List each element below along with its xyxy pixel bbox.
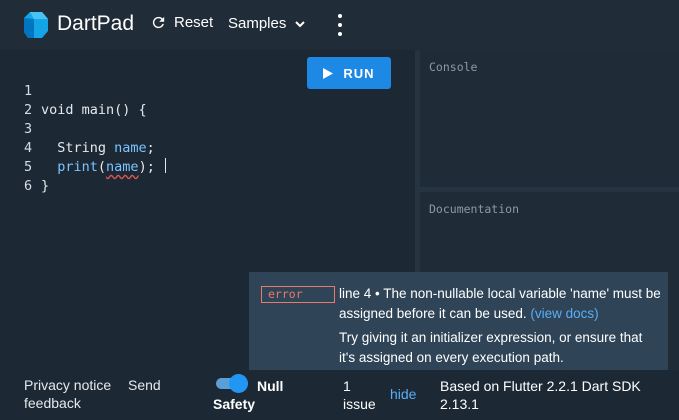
version-info: Based on Flutter 2.2.1 Dart SDK [440, 378, 641, 394]
null-safety-toggle[interactable] [213, 374, 249, 393]
panel-divider[interactable] [420, 187, 679, 192]
code-text: void main() { [41, 102, 147, 118]
issue-message-text: line 4 • The non-nullable local variable… [339, 286, 661, 321]
hide-issues-link[interactable]: hide [390, 386, 417, 402]
line-number: 2 [24, 102, 33, 118]
toggle-thumb [229, 374, 248, 393]
send-feedback-link-line2[interactable]: feedback [24, 395, 81, 411]
line-number: 3 [24, 121, 33, 137]
code-token: ); [138, 159, 155, 175]
code-text: String name; [41, 139, 155, 158]
text-cursor [164, 158, 166, 173]
footer: Privacy notice Send feedback Null Safety… [0, 370, 679, 420]
code-token: ; [146, 140, 155, 156]
code-text: } [41, 178, 50, 194]
issue-popup: error line 4 • The non-nullable local va… [249, 272, 668, 378]
code-line: 6 [0, 158, 33, 194]
line-number: 4 [24, 140, 33, 156]
code-line: 2 [0, 82, 33, 118]
app-title: DartPad [57, 12, 135, 35]
code-text: print(name); [41, 158, 166, 177]
code-token: String [41, 140, 115, 156]
privacy-notice-link[interactable]: Privacy notice [24, 377, 112, 393]
pane-divider[interactable] [415, 50, 420, 370]
issue-count: 1 [343, 378, 351, 394]
console-panel: Console [420, 50, 679, 187]
null-safety-label: Null [257, 378, 284, 394]
samples-dropdown[interactable]: Samples [228, 15, 306, 32]
samples-label: Samples [228, 15, 287, 32]
code-line: 3 String name; [0, 101, 155, 156]
code-line: 4 print(name); [0, 120, 166, 175]
play-icon [323, 67, 334, 79]
error-badge: error [261, 286, 335, 303]
code-variable: name [114, 140, 147, 156]
send-feedback-link[interactable]: Send [128, 377, 161, 393]
line-number: 5 [24, 159, 33, 175]
app-header: DartPad Reset Samples [0, 0, 679, 50]
error-squiggle: name [106, 159, 139, 175]
issue-fix: Try giving it an initializer expression,… [339, 330, 643, 365]
run-button[interactable]: RUN [307, 57, 391, 89]
documentation-label: Documentation [429, 202, 520, 216]
reset-button[interactable]: Reset [150, 14, 213, 31]
code-line: 1 void main() { [0, 63, 147, 118]
refresh-icon [152, 16, 165, 29]
issue-count-label: issue [343, 396, 376, 412]
line-number: 1 [24, 83, 33, 99]
version-info-line2: 2.13.1 [440, 396, 479, 412]
null-safety-label-line2: Safety [213, 396, 256, 412]
code-token: ( [97, 159, 107, 175]
code-line: 5 } [0, 139, 49, 194]
console-label: Console [429, 60, 478, 74]
code-function: print [57, 159, 98, 175]
line-number: 6 [24, 178, 33, 194]
more-vert-icon[interactable] [332, 14, 348, 36]
run-label: RUN [343, 65, 375, 81]
issue-message[interactable]: line 4 • The non-nullable local variable… [339, 284, 661, 324]
dart-logo-icon [24, 12, 48, 38]
chevron-down-icon [295, 20, 306, 27]
view-docs-link[interactable]: (view docs) [530, 306, 599, 321]
reset-label: Reset [174, 14, 214, 31]
